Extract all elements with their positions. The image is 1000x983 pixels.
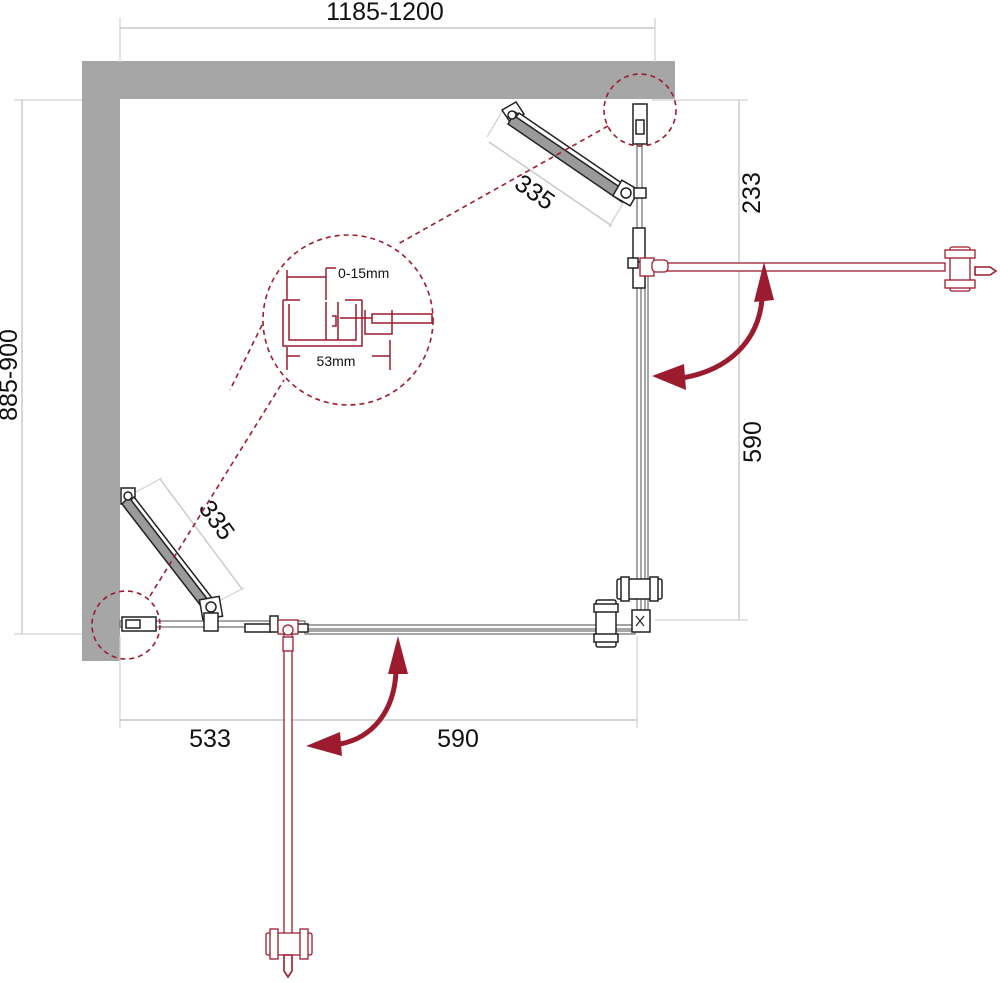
- profile-detail-labels: 0-15mm 53mm: [317, 265, 390, 369]
- fixed-glass-panels: [119, 103, 649, 635]
- profile-detail: [282, 267, 433, 370]
- left-wall: [82, 61, 120, 661]
- top-wall: [82, 61, 675, 99]
- detail-callouts: [91, 73, 677, 660]
- right-door: [639, 246, 998, 292]
- label-adjustment-range: 0-15mm: [338, 265, 389, 281]
- bottom-door: [265, 619, 313, 979]
- walls: [82, 61, 675, 661]
- label-left-brace: 335: [193, 495, 240, 545]
- label-right-fixed-panel: 233: [738, 172, 766, 214]
- bottom-door-swing-arrow: [339, 671, 399, 747]
- left-stabilizer-brace: [120, 487, 224, 632]
- label-overall-width: 1185-1200: [326, 0, 444, 26]
- detail-circle-bottom-left: [91, 590, 161, 660]
- corner-handles: [593, 576, 663, 648]
- swing-arrows: [306, 262, 774, 756]
- hinges: [244, 227, 646, 633]
- label-profile-width: 53mm: [317, 353, 356, 369]
- right-door-swing-arrow: [681, 299, 765, 381]
- label-right-door-opening: 590: [739, 421, 767, 463]
- detail-magnifier-circle: [262, 234, 434, 406]
- detail-circle-top-right: [603, 73, 677, 147]
- top-stabilizer-brace: [500, 101, 647, 207]
- label-top-brace: 335: [509, 169, 559, 216]
- label-bottom-door-opening: 590: [437, 725, 479, 753]
- label-overall-depth: 885-900: [0, 329, 23, 421]
- wall-profiles: [121, 103, 648, 632]
- label-bottom-fixed-panel: 533: [189, 725, 231, 753]
